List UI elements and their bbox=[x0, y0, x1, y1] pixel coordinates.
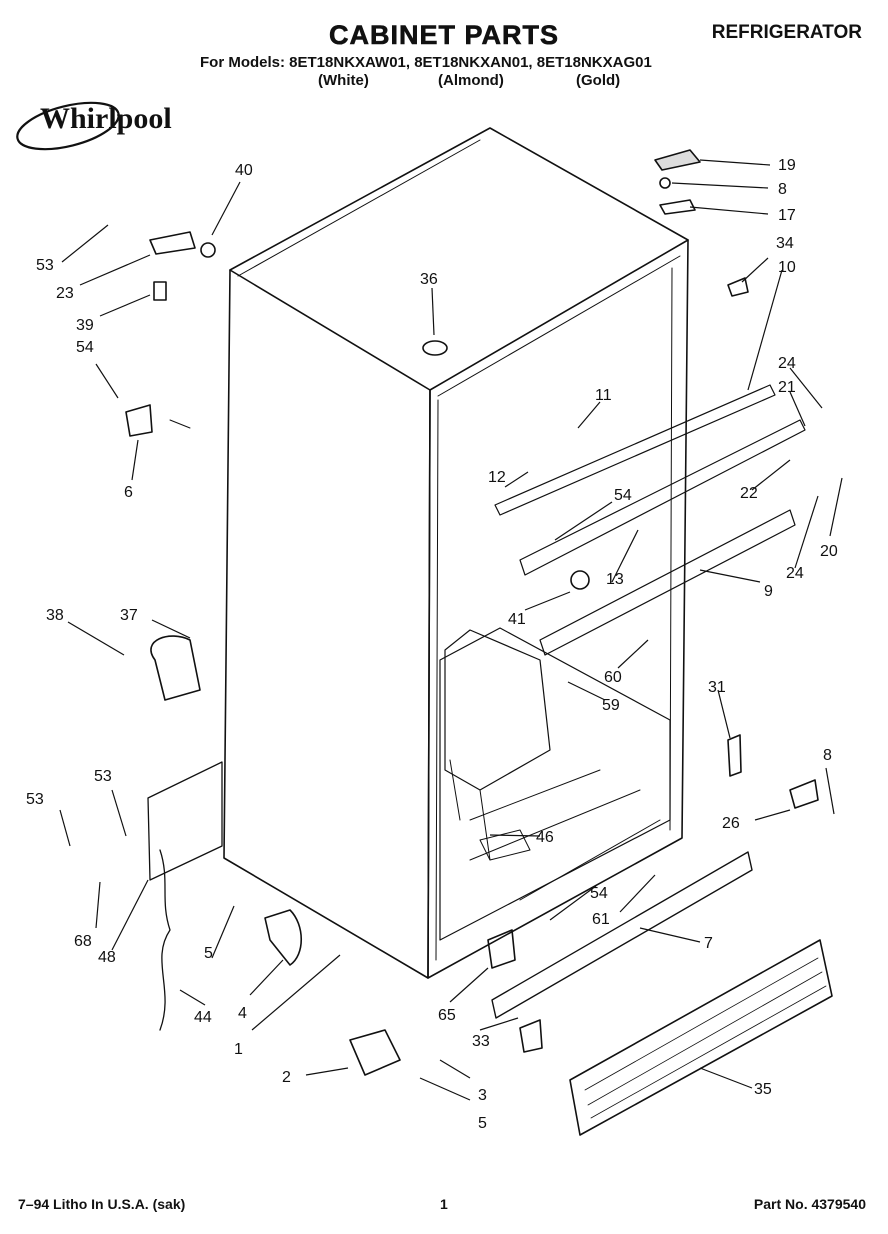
callout-20: 20 bbox=[820, 543, 838, 560]
callout-3: 3 bbox=[478, 1087, 487, 1104]
page-number: 1 bbox=[440, 1196, 448, 1212]
callout-21: 21 bbox=[778, 379, 796, 396]
callout-54c: 54 bbox=[590, 885, 608, 902]
color-gold: (Gold) bbox=[576, 72, 621, 89]
part-number: Part No. 4379540 bbox=[753, 1196, 866, 1212]
callout-36: 36 bbox=[420, 271, 438, 288]
callout-10: 10 bbox=[778, 259, 796, 276]
callout-9: 9 bbox=[764, 583, 773, 600]
callout-61: 61 bbox=[592, 911, 610, 928]
callout-13: 13 bbox=[606, 571, 624, 588]
callout-59: 59 bbox=[602, 697, 620, 714]
callout-54b: 54 bbox=[614, 487, 632, 504]
callout-24b: 24 bbox=[786, 565, 804, 582]
callout-54: 54 bbox=[76, 339, 94, 356]
callout-2: 2 bbox=[282, 1069, 291, 1086]
appliance-category: REFRIGERATOR bbox=[711, 22, 862, 43]
callout-60: 60 bbox=[604, 669, 622, 686]
callout-33: 33 bbox=[472, 1033, 490, 1050]
callout-37: 37 bbox=[120, 607, 138, 624]
callout-65: 65 bbox=[438, 1007, 456, 1024]
litho-note: 7–94 Litho In U.S.A. (sak) bbox=[18, 1196, 186, 1212]
callout-31: 31 bbox=[708, 679, 726, 696]
callout-40: 40 bbox=[235, 162, 253, 179]
color-white: (White) bbox=[318, 72, 369, 89]
callout-53b: 53 bbox=[94, 768, 112, 785]
callout-8: 8 bbox=[778, 181, 787, 198]
callout-34: 34 bbox=[776, 235, 794, 252]
logo-text: Whirlpool bbox=[40, 102, 172, 135]
callout-5b: 5 bbox=[478, 1115, 487, 1132]
callout-6: 6 bbox=[124, 484, 133, 501]
models-line: For Models: 8ET18NKXAW01, 8ET18NKXAN01, … bbox=[200, 54, 652, 71]
callout-48: 48 bbox=[98, 949, 116, 966]
callout-5: 5 bbox=[204, 945, 213, 962]
callout-19: 19 bbox=[778, 157, 796, 174]
callout-11: 11 bbox=[595, 387, 612, 404]
callout-44: 44 bbox=[194, 1009, 212, 1026]
page-title: CABINET PARTS bbox=[328, 20, 559, 51]
callout-53c: 53 bbox=[26, 791, 44, 808]
color-almond: (Almond) bbox=[438, 72, 504, 89]
callout-12: 12 bbox=[488, 469, 506, 486]
whirlpool-logo: Whirlpool bbox=[16, 101, 172, 151]
callout-35: 35 bbox=[754, 1081, 772, 1098]
callout-24: 24 bbox=[778, 355, 796, 372]
callout-68: 68 bbox=[74, 933, 92, 950]
callout-41: 41 bbox=[508, 611, 526, 628]
callout-17: 17 bbox=[778, 207, 796, 224]
callout-7: 7 bbox=[704, 935, 713, 952]
callout-39: 39 bbox=[76, 317, 94, 334]
callout-4: 4 bbox=[238, 1005, 247, 1022]
callout-46: 46 bbox=[536, 829, 554, 846]
callout-8b: 8 bbox=[823, 747, 832, 764]
callout-1: 1 bbox=[234, 1041, 243, 1058]
callout-26: 26 bbox=[722, 815, 740, 832]
callout-38: 38 bbox=[46, 607, 64, 624]
callout-53: 53 bbox=[36, 257, 54, 274]
callout-22: 22 bbox=[740, 485, 758, 502]
callout-23: 23 bbox=[56, 285, 74, 302]
